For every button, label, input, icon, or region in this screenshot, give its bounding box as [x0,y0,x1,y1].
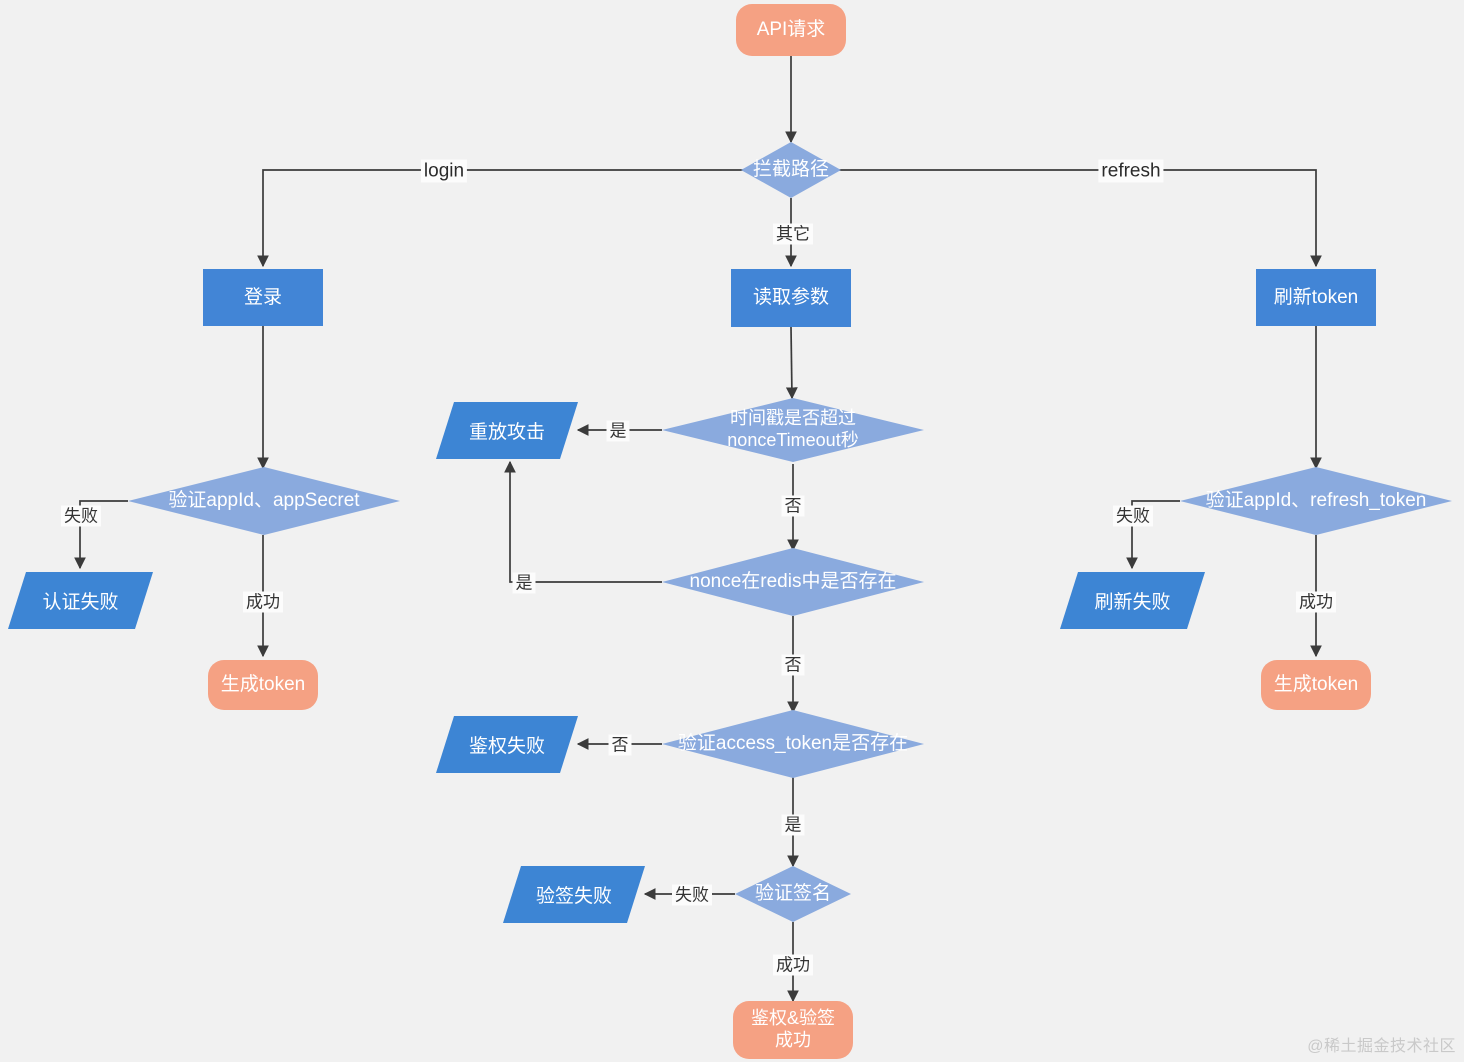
node-verify-access-token[interactable]: 验证access_token是否存在 [662,710,924,778]
node-refresh-token-label: 刷新token [1273,286,1359,308]
node-verify-appid-secret[interactable]: 验证appId、appSecret [128,467,400,535]
edge-label-access-token-no: 否 [608,734,632,756]
node-verify-signature[interactable]: 验证签名 [735,866,851,922]
edge-readparams-to-timestamp [785,326,798,400]
node-timestamp-check[interactable]: 时间戳是否超过 nonceTimeout秒 [662,398,924,462]
node-intercept-path[interactable]: 拦截路径 [741,142,841,198]
edge-label-nonce-yes: 是 [512,572,536,594]
diamond-shape [128,467,400,535]
node-login-label: 登录 [243,286,282,308]
edge-label-timestamp-no: 否 [781,495,805,517]
diamond-shape [662,710,924,778]
diamond-shape [741,142,841,198]
node-read-params-label: 读取参数 [752,287,829,309]
parallelogram-shape [436,716,578,773]
node-refresh-failed[interactable]: 刷新失败 [1060,572,1205,629]
edge-label-login: login [420,159,468,183]
edge-label-signature-success: 成功 [773,954,813,976]
edge-label-other: 其它 [773,223,813,245]
edge-label-signature-fail: 失败 [672,884,712,906]
edge-label-login-fail: 失败 [61,505,101,527]
node-generate-token-refresh-label: 生成token [1273,674,1359,696]
node-auth-failed[interactable]: 认证失败 [8,572,153,629]
parallelogram-shape [436,402,578,459]
parallelogram-shape [1060,572,1205,629]
node-refresh-token[interactable]: 刷新token [1256,269,1376,326]
edge-label-refresh: refresh [1098,159,1164,183]
parallelogram-shape [503,866,645,923]
node-nonce-in-redis[interactable]: nonce在redis中是否存在 [662,548,924,616]
edge-label-nonce-no: 否 [781,654,805,676]
node-generate-token-login[interactable]: 生成token [208,660,318,710]
node-authz-sign-success[interactable]: 鉴权&验签 成功 [733,1001,853,1059]
diamond-shape [662,548,924,616]
parallelogram-shape [8,572,153,629]
node-generate-token-login-label: 生成token [220,674,306,696]
node-api-request-label: API请求 [756,19,826,41]
node-api-request[interactable]: API请求 [736,4,846,56]
edge-label-refresh-success: 成功 [1296,591,1336,613]
diamond-shape [735,866,851,922]
node-generate-token-refresh[interactable]: 生成token [1261,660,1371,710]
watermark: @稀土掘金技术社区 [1307,1038,1456,1055]
node-replay-attack[interactable]: 重放攻击 [436,402,578,459]
edge-label-timestamp-yes: 是 [606,420,630,442]
node-authz-failed[interactable]: 鉴权失败 [436,716,578,773]
edge-label-login-success: 成功 [243,591,283,613]
node-read-params[interactable]: 读取参数 [731,269,851,327]
edge-label-access-token-yes: 是 [781,814,805,836]
node-verify-appid-refresh[interactable]: 验证appId、refresh_token [1180,467,1464,535]
edge-intercept-to-login [257,169,744,268]
node-authz-sign-success-label: 鉴权&验签 成功 [750,1008,835,1050]
edge-nonce-to-replay [504,460,662,583]
edge-intercept-to-refresh [838,169,1322,268]
node-signature-failed[interactable]: 验签失败 [503,866,645,923]
node-login[interactable]: 登录 [203,269,323,326]
diamond-shape [1180,467,1452,535]
diamond-shape [662,398,924,462]
edge-label-refresh-fail: 失败 [1113,505,1153,527]
